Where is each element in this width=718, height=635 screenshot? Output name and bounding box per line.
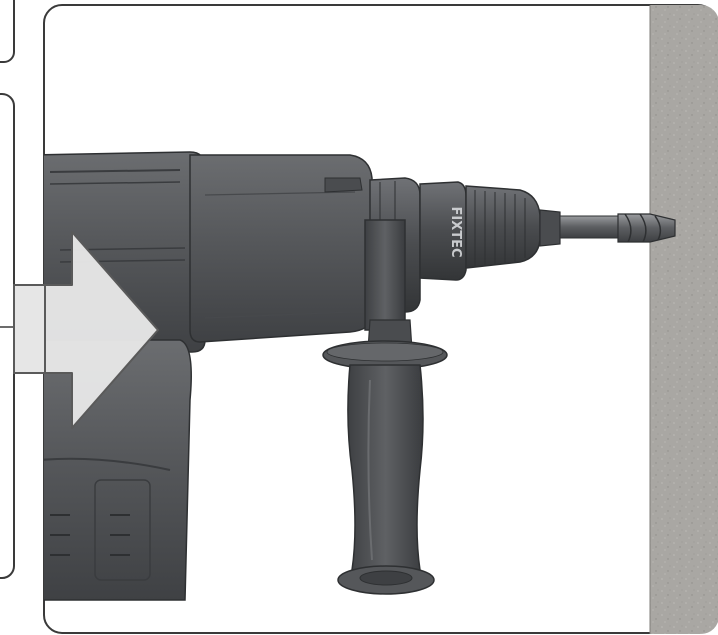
direction-arrow <box>44 231 159 429</box>
hammer-drill: FIXTEC <box>44 151 676 601</box>
left-panel-top <box>0 0 15 63</box>
direction-arrow-tail <box>13 284 46 374</box>
wall <box>650 5 718 634</box>
chuck-marking: FIXTEC <box>448 206 463 257</box>
left-panel-bottom <box>0 93 15 579</box>
